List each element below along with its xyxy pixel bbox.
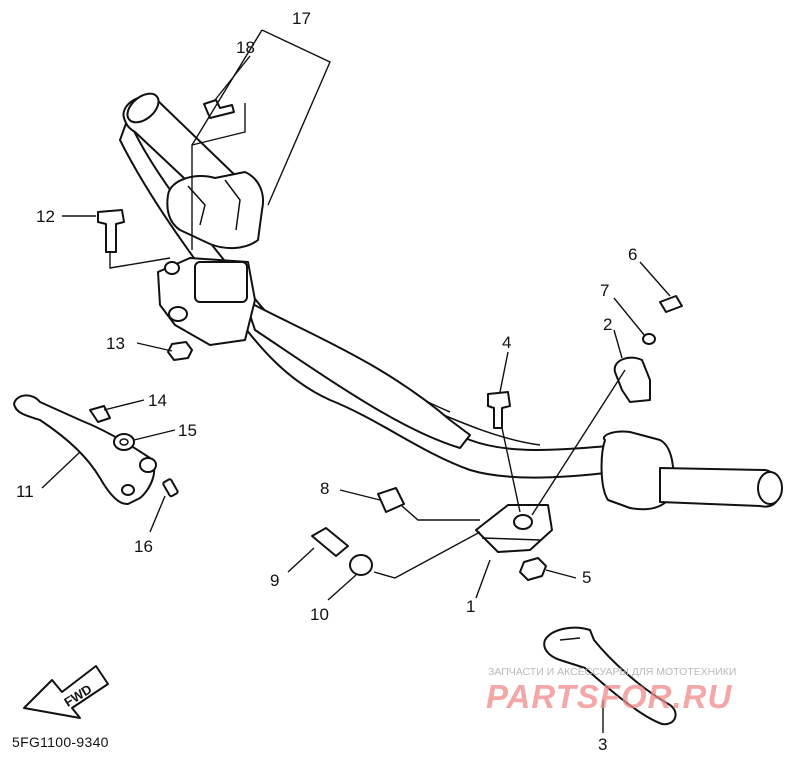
fwd-arrow: FWD [23,665,109,719]
callout-12: 12 [36,207,55,226]
callout-18: 18 [236,38,255,57]
callout-10: 10 [310,605,329,624]
left-lever [13,394,157,506]
lever-bracket [475,504,553,553]
watermark-tagline: ЗАПЧАСТИ И АКСЕССУАРЫ ДЛЯ МОТОТЕХНИКИ [488,666,737,678]
callout-2: 2 [603,315,612,334]
callout-11: 11 [16,482,34,501]
callout-15: 15 [178,421,197,440]
callout-14: 14 [148,391,167,410]
leader-lines [41,29,671,733]
callout-16: 16 [134,537,153,556]
callout-1: 1 [466,597,475,616]
callout-labels: 17 18 12 13 14 15 11 16 4 2 6 7 8 9 10 5… [16,9,637,754]
diagram-code: 5FG1100-9340 [12,734,109,750]
callout-9: 9 [270,571,279,590]
switch-housing [166,171,264,250]
watermark-brand: PARTSFOR.RU [486,678,733,715]
callout-7: 7 [600,281,609,300]
callout-5: 5 [582,568,591,587]
callout-8: 8 [320,479,329,498]
hardware [89,99,683,581]
right-grip [600,430,783,511]
callout-6: 6 [628,245,637,264]
callout-17: 17 [292,9,311,28]
right-lever [543,626,677,726]
callout-4: 4 [502,333,511,352]
callout-3: 3 [598,735,607,754]
callout-13: 13 [106,334,125,353]
master-cylinder [157,257,256,346]
